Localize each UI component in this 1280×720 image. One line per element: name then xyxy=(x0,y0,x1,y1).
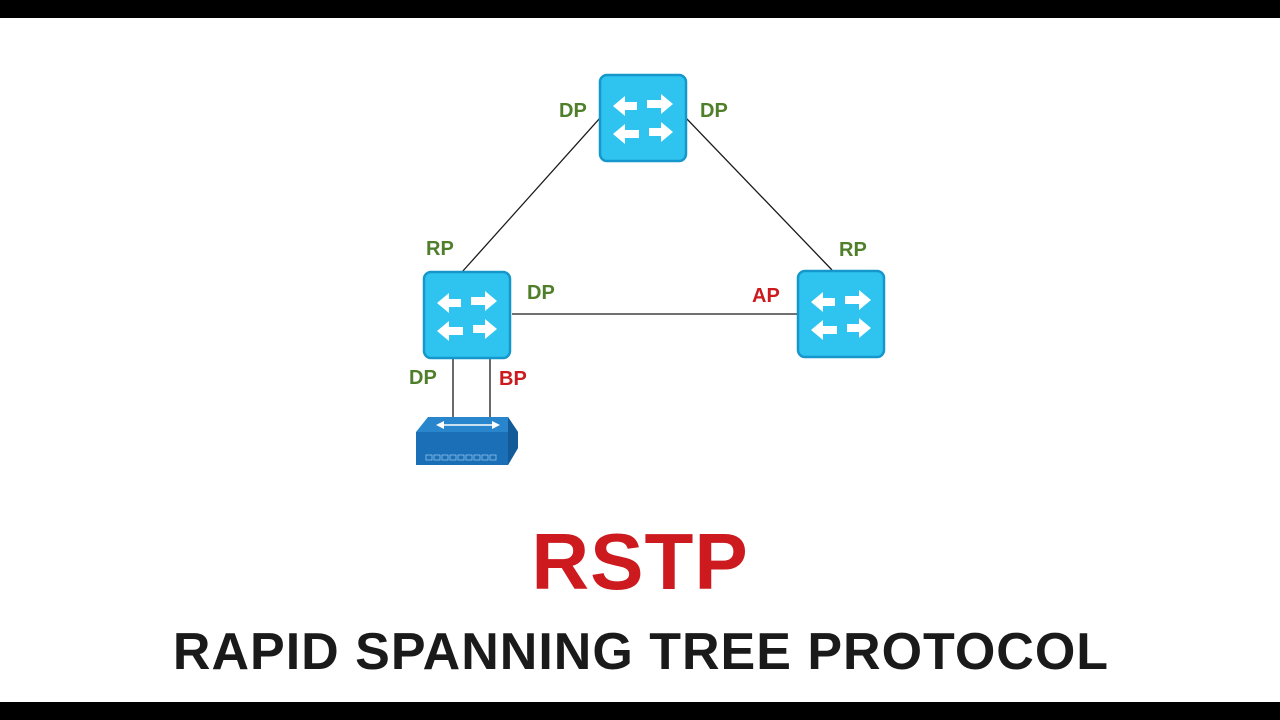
multilayer-switch-icon xyxy=(598,73,688,163)
page-subtitle: RAPID SPANNING TREE PROTOCOL xyxy=(172,623,1110,681)
port-label-left-down-1: DP xyxy=(409,367,437,389)
workgroup-switch-icon xyxy=(416,417,518,465)
page-title: RSTP xyxy=(531,517,749,606)
link-top-right xyxy=(685,117,833,271)
multilayer-switch-icon xyxy=(796,269,886,359)
port-label-left-up: RP xyxy=(426,238,454,260)
link-top-left xyxy=(461,117,601,273)
port-label-left-right: DP xyxy=(527,282,555,304)
port-label-right-up: RP xyxy=(839,239,867,261)
port-label-top-left: DP xyxy=(559,100,587,122)
port-label-right-left: AP xyxy=(752,285,780,307)
port-label-left-down-2: BP xyxy=(499,368,527,390)
port-label-top-right: DP xyxy=(700,100,728,122)
multilayer-switch-icon xyxy=(422,270,512,360)
